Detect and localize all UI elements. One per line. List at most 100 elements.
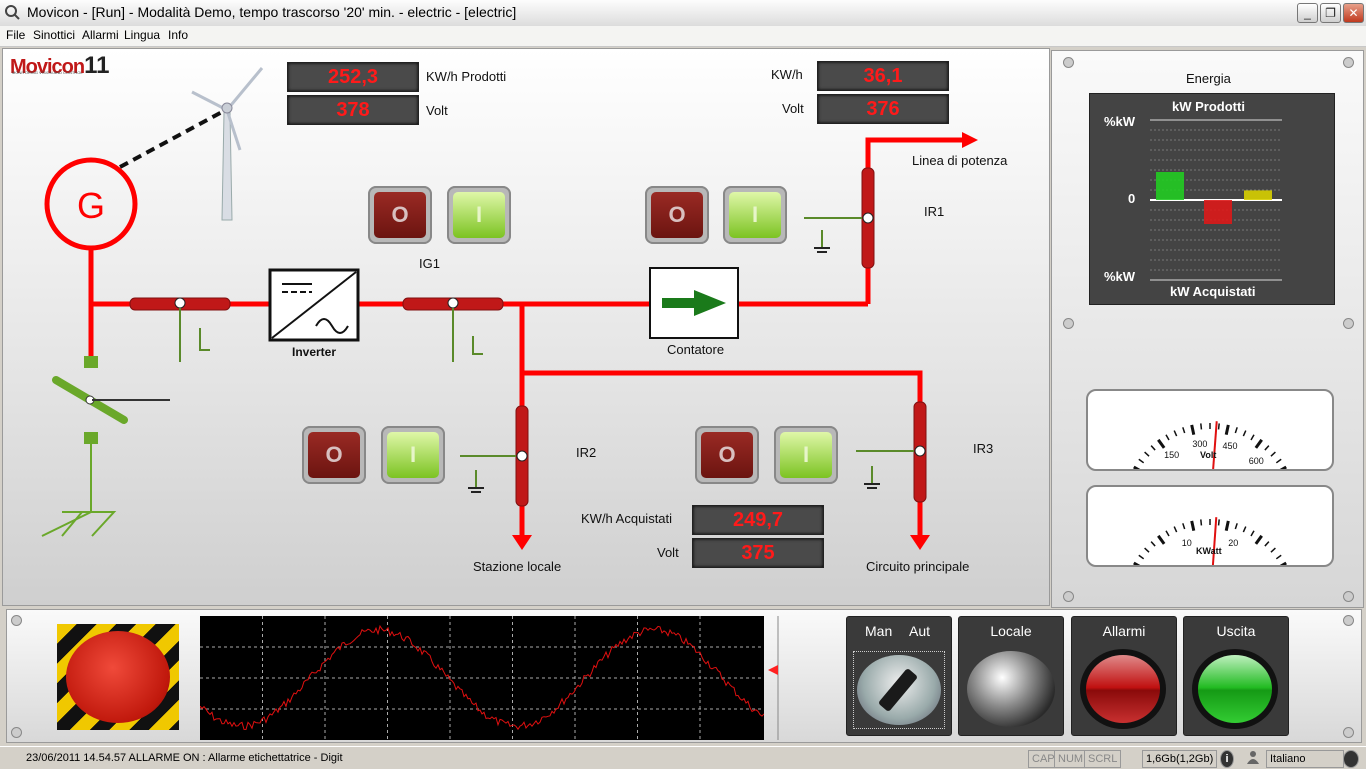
gauge-needle xyxy=(1209,517,1218,608)
ig1-on-button[interactable]: I xyxy=(447,186,511,244)
ir1-off-button[interactable]: O xyxy=(645,186,709,244)
energy-axis-top: %kW xyxy=(1104,114,1136,129)
power-line-label: Linea di potenza xyxy=(912,153,1008,168)
menu-lingua[interactable]: Lingua xyxy=(124,28,161,42)
aut-label: Aut xyxy=(909,623,931,639)
ir1-off-symbol: O xyxy=(651,192,703,238)
ir3-label: IR3 xyxy=(973,441,994,456)
ir3-off-button[interactable]: O xyxy=(695,426,759,484)
num-indicator: NUM xyxy=(1054,750,1088,768)
language-indicator: Italiano xyxy=(1266,750,1344,768)
menu-info[interactable]: Info xyxy=(168,28,189,42)
allarmi-button[interactable]: Allarmi xyxy=(1071,616,1177,736)
ir2-on-button[interactable]: I xyxy=(381,426,445,484)
power-status-icon xyxy=(1343,750,1359,768)
purchased-kwh-display: 249,7 xyxy=(692,505,824,535)
alarm-lamp-ring xyxy=(1080,649,1166,729)
memory-indicator: 1,6Gb(1,2Gb) xyxy=(1142,750,1218,768)
menu-sinottici[interactable]: Sinottici xyxy=(33,28,76,42)
ir1-on-button[interactable]: I xyxy=(723,186,787,244)
line-kwh-display: 36,1 xyxy=(817,61,949,91)
ir1-label: IR1 xyxy=(924,204,945,219)
gauge-tick-label: 300 xyxy=(1192,439,1207,449)
status-bar: 23/06/2011 14.54.57 ALLARME ON : Allarme… xyxy=(0,746,1366,769)
screw-icon xyxy=(1343,57,1354,68)
window-title: Movicon - [Run] - Modalità Demo, tempo t… xyxy=(27,4,517,20)
ir1-on-symbol: I xyxy=(729,192,781,238)
kw-gauge: 0102030 KWatt xyxy=(1086,485,1334,608)
electric-diagram: G xyxy=(41,67,978,550)
ig1-label: IG1 xyxy=(419,256,440,271)
selector-knob-icon xyxy=(857,655,941,725)
main-circuit-label: Circuito principale xyxy=(866,559,970,574)
menu-allarmi[interactable]: Allarmi xyxy=(82,28,119,42)
selector-handle xyxy=(877,667,919,713)
minimize-button[interactable]: _ xyxy=(1297,3,1318,23)
emergency-stop-button[interactable] xyxy=(57,624,179,730)
scrl-indicator: SCRL xyxy=(1084,750,1122,768)
volt-gauge: 0150300450600700 Volt xyxy=(1086,389,1334,512)
purchased-volt-display: 375 xyxy=(692,538,824,568)
man-aut-selector[interactable]: Man Aut xyxy=(846,616,952,736)
screw-icon xyxy=(1343,591,1354,602)
waveform-plot xyxy=(199,616,765,740)
menu-file[interactable]: File xyxy=(6,28,26,42)
alarm-lamp-icon xyxy=(1086,655,1160,723)
screw-icon xyxy=(1343,615,1354,626)
gauge-tick-label: 600 xyxy=(1249,456,1264,466)
waveform-oscilloscope xyxy=(199,616,765,740)
energy-axis-zero: 0 xyxy=(1128,191,1136,206)
user-icon[interactable] xyxy=(1243,750,1263,766)
gauge-tick-label: 450 xyxy=(1223,441,1238,451)
energy-top-label: kW Prodotti xyxy=(1172,99,1245,114)
purchased-volt-label: Volt xyxy=(657,545,679,560)
menu-bar: File Sinottici Allarmi Lingua Info xyxy=(0,26,1366,47)
volt-gauge-label: Volt xyxy=(1200,450,1217,460)
allarmi-label: Allarmi xyxy=(1102,623,1146,639)
ig1-off-button[interactable]: O xyxy=(368,186,432,244)
inverter-label: Inverter xyxy=(292,345,337,359)
title-bar: Movicon - [Run] - Modalità Demo, tempo t… xyxy=(0,0,1366,27)
emergency-stop-cap xyxy=(66,631,170,723)
screw-icon xyxy=(11,727,22,738)
restore-button[interactable]: ❐ xyxy=(1320,3,1341,23)
generator-label: G xyxy=(77,185,105,226)
ir2-on-symbol: I xyxy=(387,432,439,478)
energy-bar xyxy=(1204,200,1232,224)
gauge-tick-label: 150 xyxy=(1164,450,1179,460)
ir3-on-symbol: I xyxy=(780,432,832,478)
energy-axis-bottom: %kW xyxy=(1104,269,1136,284)
uscita-button[interactable]: Uscita xyxy=(1183,616,1289,736)
ir2-off-button[interactable]: O xyxy=(302,426,366,484)
energy-bar xyxy=(1156,172,1184,200)
line-volt-display: 376 xyxy=(817,94,949,124)
line-volt-label: Volt xyxy=(782,101,804,116)
purchased-kwh-label: KW/h Acquistati xyxy=(581,511,673,526)
close-button[interactable]: ✕ xyxy=(1343,3,1364,23)
produced-volt-display: 378 xyxy=(287,95,419,125)
ground-disconnector-icon xyxy=(41,356,170,537)
logo: Movicon11 MONITORING VISION AND CONTROL xyxy=(10,52,110,80)
screw-icon xyxy=(1063,591,1074,602)
inverter-icon xyxy=(268,268,360,342)
energy-bar xyxy=(1244,190,1272,200)
logo-tagline: MONITORING VISION AND CONTROL xyxy=(12,70,83,75)
app-icon xyxy=(5,5,20,20)
produced-kwh-display: 252,3 xyxy=(287,62,419,92)
meter-icon xyxy=(649,267,739,339)
locale-button[interactable]: Locale xyxy=(958,616,1064,736)
screw-icon xyxy=(1343,727,1354,738)
produced-kwh-label: KW/h Prodotti xyxy=(426,69,507,84)
local-station-label: Stazione locale xyxy=(473,559,562,574)
energy-bottom-label: kW Acquistati xyxy=(1170,284,1256,299)
waveform-line xyxy=(199,624,765,731)
energy-bars xyxy=(1150,119,1282,281)
exit-lamp-icon xyxy=(1198,655,1272,723)
logo-brand: Movicon xyxy=(10,56,85,78)
exit-lamp-ring xyxy=(1192,649,1278,729)
ir2-off-symbol: O xyxy=(308,432,360,478)
man-label: Man xyxy=(865,623,893,639)
ir3-on-button[interactable]: I xyxy=(774,426,838,484)
scope-marker-icon xyxy=(768,616,779,740)
info-icon[interactable]: i xyxy=(1220,750,1234,768)
